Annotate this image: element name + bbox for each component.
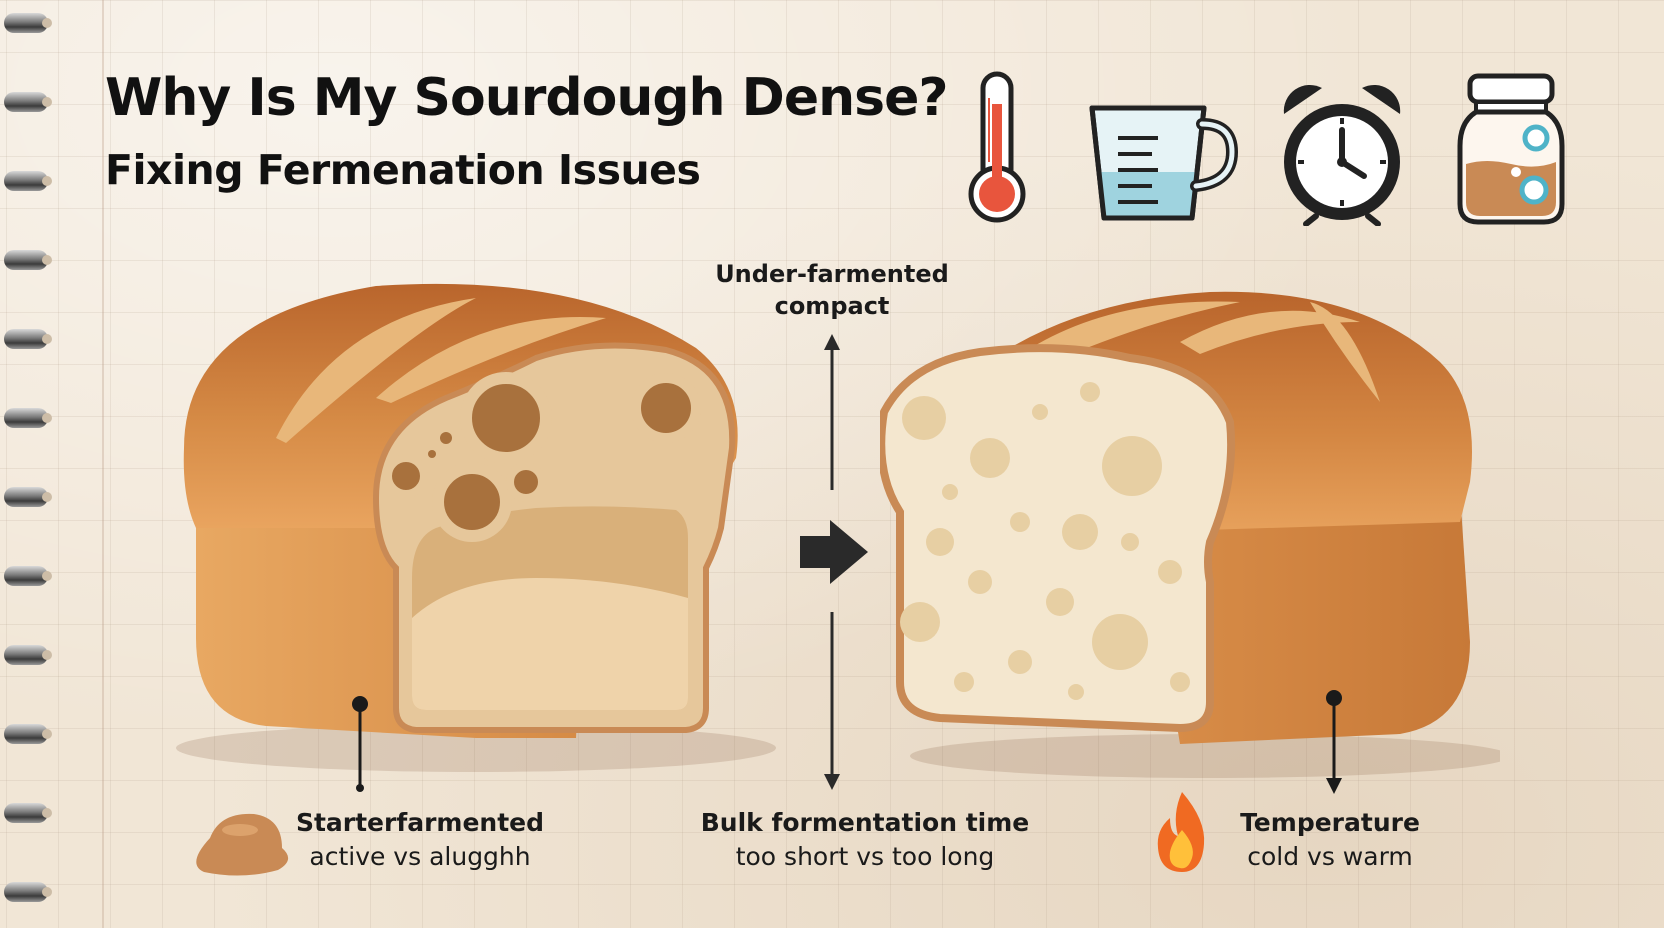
factor-temperature: Temperature cold vs warm xyxy=(1220,806,1440,874)
binding-ring xyxy=(0,326,52,352)
factor-bulk-time-title: Bulk formentation time xyxy=(700,808,1030,837)
right-arrow-icon xyxy=(800,520,868,584)
flame-icon xyxy=(1157,792,1205,872)
factor-temperature-detail: cold vs warm xyxy=(1247,842,1413,871)
factor-starter-title: Starterfarmented xyxy=(295,808,545,837)
left-loaf-illustration xyxy=(176,283,776,772)
binding-ring xyxy=(0,800,52,826)
margin-line xyxy=(102,0,104,928)
starter-jar-icon xyxy=(1457,73,1565,225)
factor-temperature-title: Temperature xyxy=(1240,808,1420,837)
binding-ring xyxy=(0,642,52,668)
center-label-line1: Under-farmented xyxy=(715,260,949,288)
binding-ring xyxy=(0,484,52,510)
starter-dough-icon xyxy=(196,813,289,876)
binding-ring xyxy=(0,89,52,115)
center-label-line2: compact xyxy=(774,292,890,320)
alarm-clock-icon xyxy=(1283,84,1401,226)
binding-ring xyxy=(0,563,52,589)
right-loaf-illustration xyxy=(880,291,1500,778)
center-label: Under-farmented compact xyxy=(686,258,978,322)
binding-ring xyxy=(0,721,52,747)
binding-ring xyxy=(0,879,52,905)
measuring-cup-icon xyxy=(1089,105,1238,221)
factor-starter-detail: active vs alugghh xyxy=(309,842,531,871)
binding-ring xyxy=(0,168,52,194)
binding-ring xyxy=(0,247,52,273)
page-subtitle: Fixing Fermenation Issues xyxy=(105,146,701,194)
factor-bulk-time: Bulk formentation time too short vs too … xyxy=(700,806,1030,874)
binding-ring xyxy=(0,405,52,431)
factor-starter: Starterfarmented active vs alugghh xyxy=(290,806,550,874)
page-title: Why Is My Sourdough Dense? xyxy=(105,68,949,128)
thermometer-icon xyxy=(968,71,1026,223)
binding-ring xyxy=(0,10,52,36)
factor-bulk-time-detail: too short vs too long xyxy=(735,842,995,871)
